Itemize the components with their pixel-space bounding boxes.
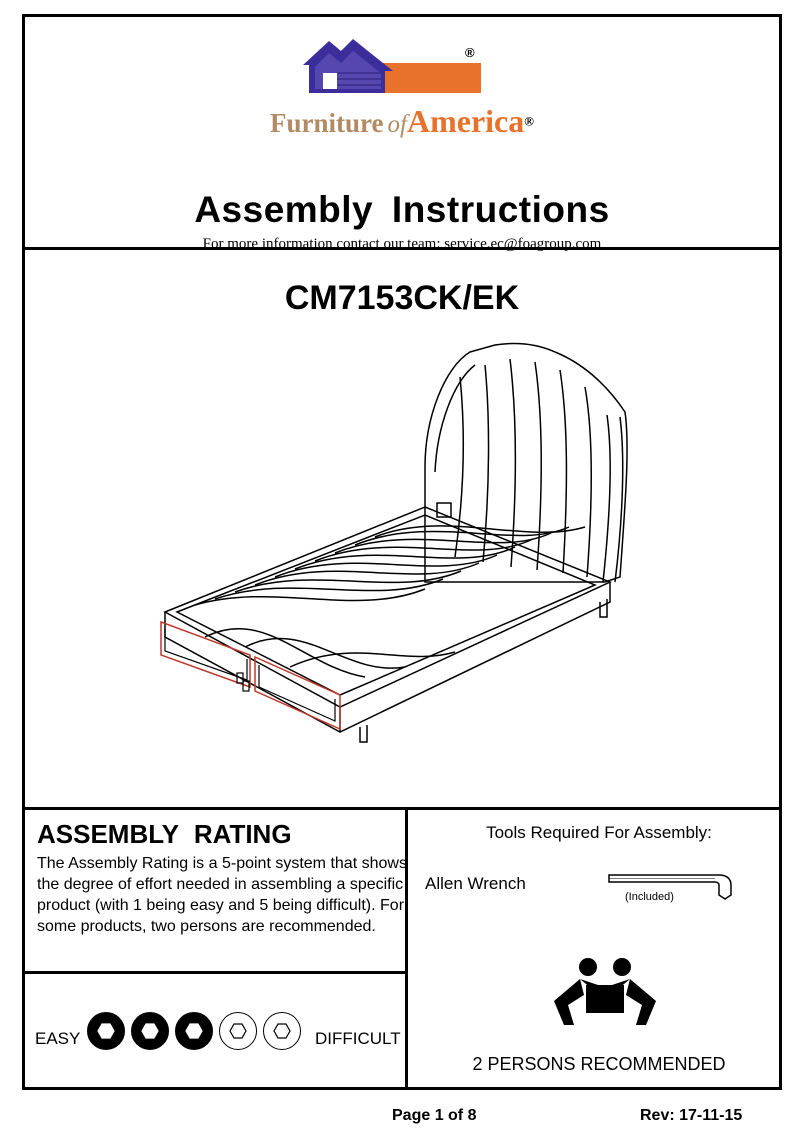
brand-word-furniture: Furniture — [270, 108, 384, 138]
bed-illustration — [160, 342, 628, 743]
hex-icon — [97, 1023, 115, 1039]
persons-recommended: 2 PERSONS RECOMMENDED — [472, 1054, 726, 1074]
hex-icon — [229, 1023, 247, 1039]
allen-wrench-icon — [608, 874, 732, 900]
contact-line: For more information contact our team: s… — [202, 236, 602, 252]
two-persons-icon — [554, 958, 656, 1025]
illustration-divider — [25, 807, 779, 810]
rating-dot-3 — [175, 1012, 213, 1050]
difficult-label: DIFFICULT — [315, 1029, 401, 1048]
house-logo-icon — [303, 39, 481, 93]
brand-wordmark: Furniture ofAmerica® — [25, 103, 779, 140]
easy-label: EASY — [35, 1029, 81, 1048]
hex-icon — [185, 1023, 203, 1039]
revision: Rev: 17-11-15 — [640, 1107, 743, 1124]
rating-dot-2 — [131, 1012, 169, 1050]
brand-word-of: of — [387, 111, 407, 138]
tools-heading: Tools Required For Assembly: — [486, 823, 712, 842]
brand-reg-mark: ® — [524, 113, 534, 129]
page-title: Assembly Instructions — [194, 189, 610, 230]
rating-divider — [25, 971, 407, 974]
tool-name: Allen Wrench — [425, 874, 526, 893]
rating-dot-5 — [263, 1012, 301, 1050]
rating-scale — [87, 1012, 301, 1050]
header-divider — [25, 247, 779, 250]
rating-heading: ASSEMBLY RATING — [37, 819, 292, 849]
rating-dot-4 — [219, 1012, 257, 1050]
rating-dot-1 — [87, 1012, 125, 1050]
model-number: CM7153CK/EK — [284, 279, 520, 317]
logo-reg-mark: ® — [465, 45, 475, 60]
column-divider — [405, 807, 408, 1087]
tool-note: (Included) — [625, 891, 674, 903]
hex-icon — [141, 1023, 159, 1039]
hex-icon — [273, 1023, 291, 1039]
rating-description: The Assembly Rating is a 5-point system … — [37, 855, 407, 935]
page-number: Page 1 of 8 — [392, 1107, 477, 1124]
page-frame: ® Furniture ofAmerica® Assembly Instruct… — [22, 14, 782, 1090]
brand-word-america: America — [406, 103, 525, 139]
